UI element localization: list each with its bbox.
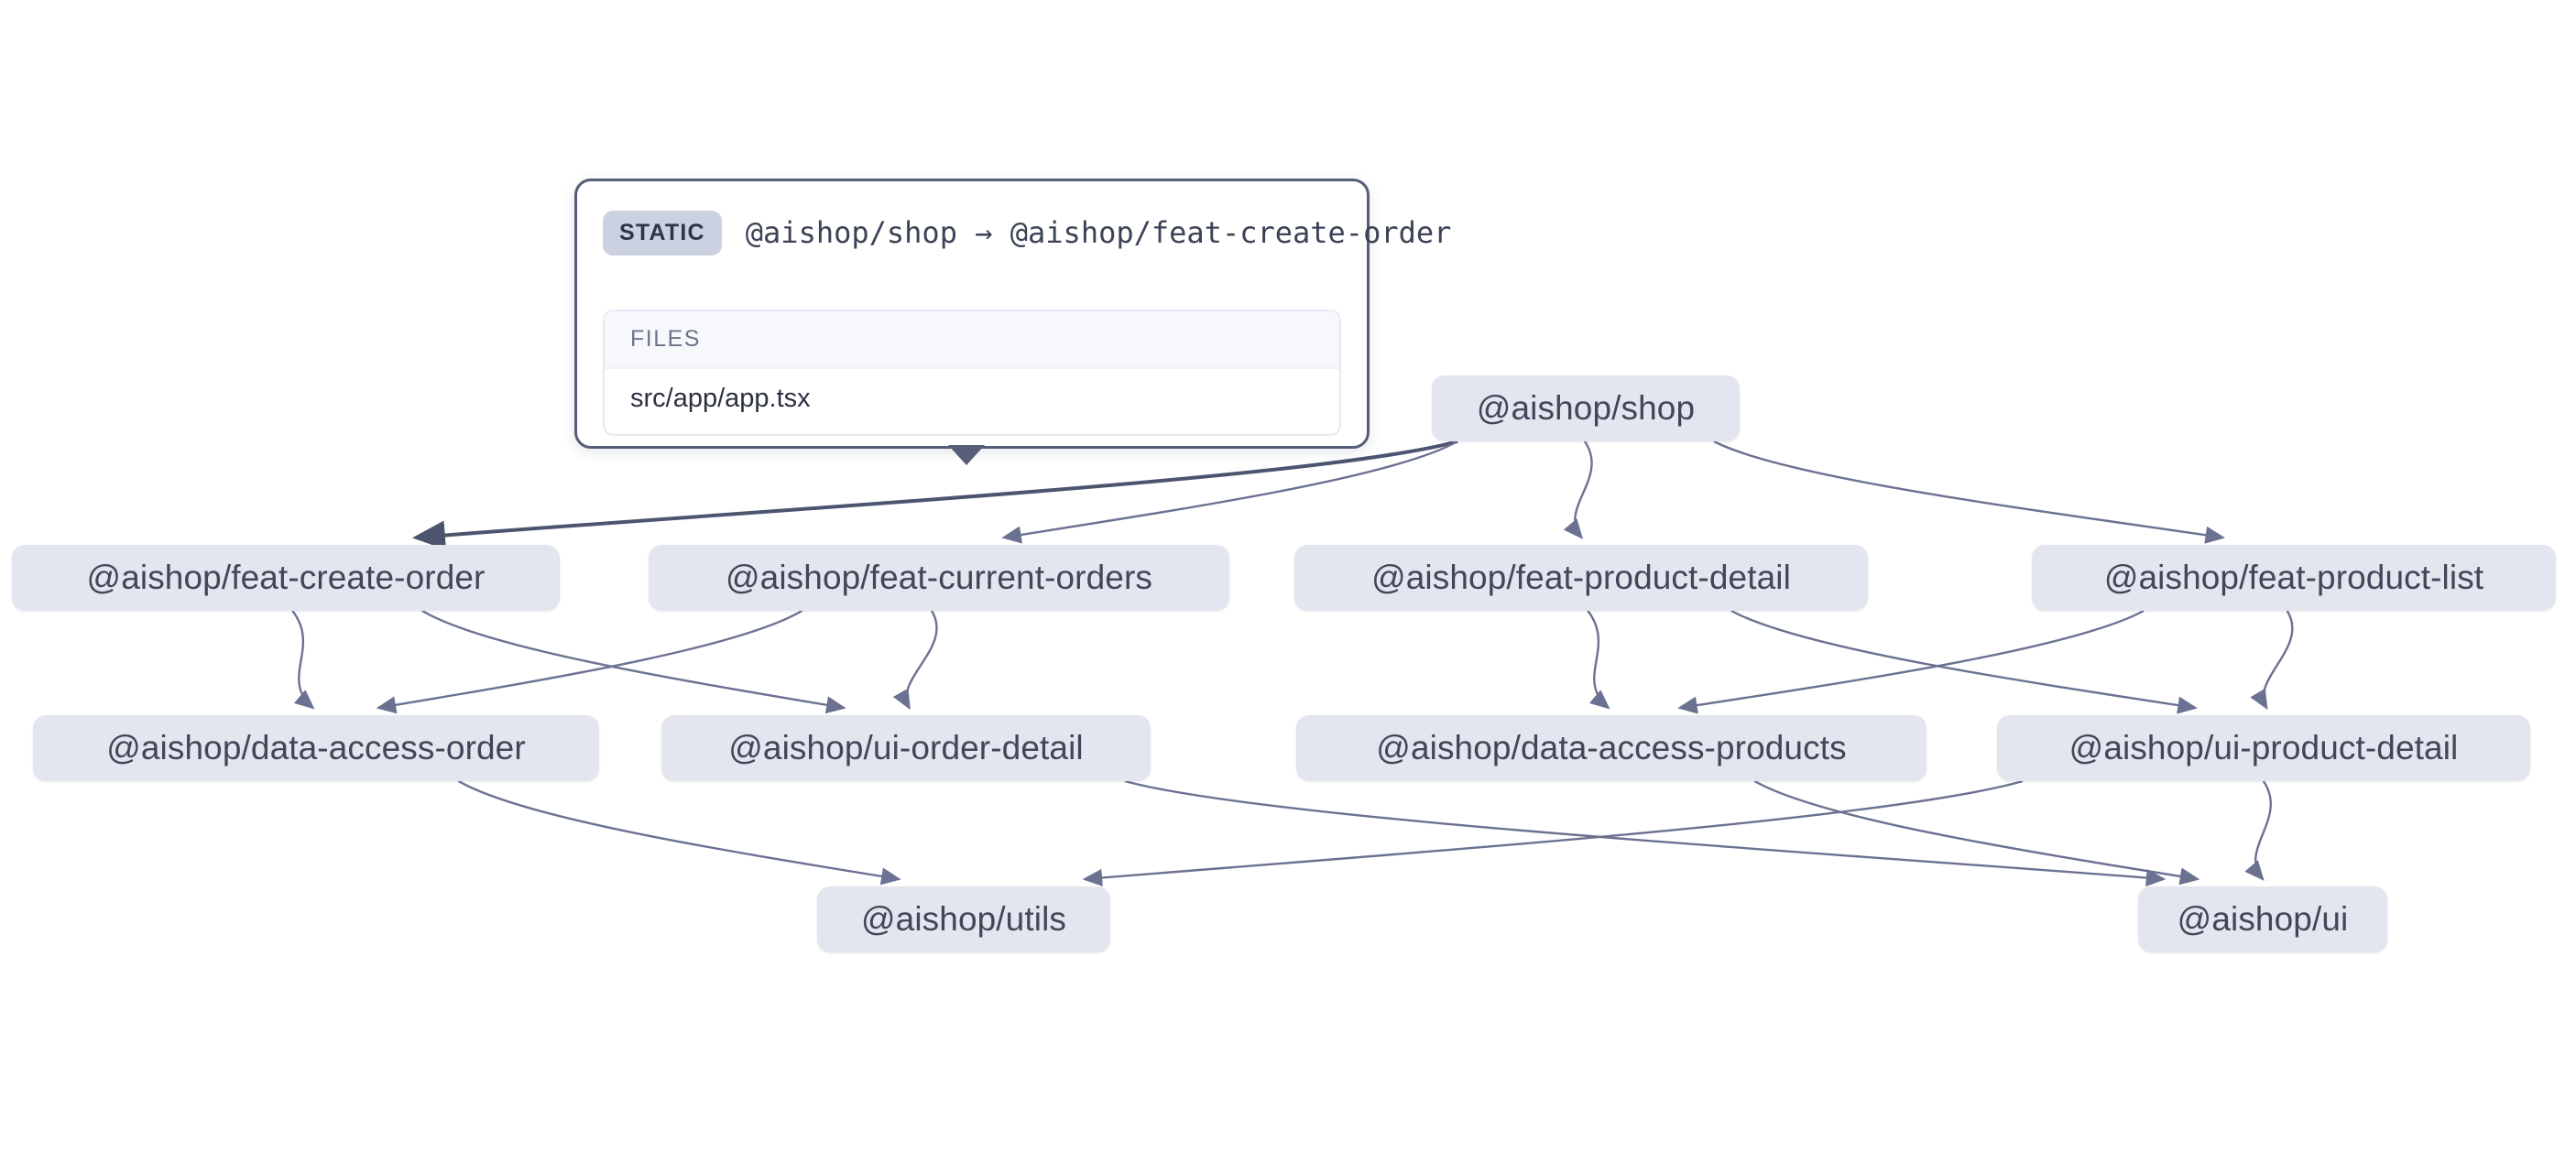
graph-edge-ui-product-detail-to-utils[interactable] [1082,779,2024,887]
graph-node-label: @aishop/utils [861,900,1066,938]
graph-node-ui-product-detail[interactable]: @aishop/ui-product-detail [1997,715,2530,781]
graph-node-label: @aishop/feat-create-order [86,559,486,596]
files-header: FILES [605,311,1339,369]
graph-node-feat-create-order[interactable]: @aishop/feat-create-order [12,545,560,611]
graph-edge-feat-product-detail-to-ui-product-detail[interactable] [1730,609,2198,714]
graph-edge-feat-product-list-to-data-access-products[interactable] [1677,609,2145,714]
graph-edge-ui-product-detail-to-ui[interactable] [2244,780,2272,881]
graph-node-label: @aishop/ui-product-detail [2068,729,2459,766]
graph-edge-feat-current-orders-to-data-access-order[interactable] [376,609,803,714]
graph-node-shop[interactable]: @aishop/shop [1432,375,1740,441]
graph-node-label: @aishop/data-access-products [1376,729,1847,766]
detail-card-pointer-icon [948,445,985,465]
graph-edge-shop-to-feat-product-detail[interactable] [1563,440,1593,539]
static-badge: STATIC [603,210,722,255]
detail-card-header: STATIC @aishop/shop → @aishop/feat-creat… [577,181,1451,262]
graph-node-label: @aishop/feat-product-list [2103,559,2484,596]
graph-node-label: @aishop/feat-current-orders [726,559,1152,596]
graph-node-utils[interactable]: @aishop/utils [817,886,1110,952]
graph-node-label: @aishop/ui-order-detail [728,729,1084,766]
graph-edge-data-access-order-to-utils[interactable] [457,779,901,886]
graph-node-label: @aishop/feat-product-detail [1371,559,1791,596]
graph-edge-data-access-products-to-ui[interactable] [1753,779,2200,886]
graph-edge-ui-order-detail-to-ui[interactable] [1124,779,2167,887]
graph-node-feat-product-detail[interactable]: @aishop/feat-product-detail [1294,545,1868,611]
graph-node-label: @aishop/ui [2177,900,2349,938]
graph-edge-feat-product-detail-to-data-access-products[interactable] [1587,610,1610,710]
graph-node-ui-order-detail[interactable]: @aishop/ui-order-detail [661,715,1151,781]
graph-node-feat-current-orders[interactable]: @aishop/feat-current-orders [649,545,1229,611]
graph-node-label: @aishop/data-access-order [106,729,526,766]
graph-node-feat-product-list[interactable]: @aishop/feat-product-list [2032,545,2556,611]
graph-node-label: @aishop/shop [1476,389,1696,427]
graph-edge-feat-create-order-to-data-access-order[interactable] [291,610,315,710]
graph-edge-shop-to-feat-current-orders[interactable] [1001,440,1458,544]
dependency-detail-card[interactable]: STATIC @aishop/shop → @aishop/feat-creat… [574,179,1451,449]
graph-edge-feat-create-order-to-ui-order-detail[interactable] [421,609,846,714]
files-panel: FILES src/app/app.tsx [603,310,1341,436]
graph-node-data-access-order[interactable]: @aishop/data-access-order [33,715,599,781]
file-list-item[interactable]: src/app/app.tsx [605,369,1339,434]
graph-node-data-access-products[interactable]: @aishop/data-access-products [1296,715,1927,781]
graph-edge-shop-to-feat-product-list[interactable] [1713,440,2226,544]
graph-edge-feat-product-list-to-ui-product-detail[interactable] [2250,610,2294,711]
graph-edge-feat-current-orders-to-ui-order-detail[interactable] [892,610,938,711]
graph-node-ui[interactable]: @aishop/ui [2138,886,2387,952]
dependency-title: @aishop/shop → @aishop/feat-create-order [745,215,1452,250]
graph-edge-shop-to-feat-create-order[interactable] [411,440,1458,550]
